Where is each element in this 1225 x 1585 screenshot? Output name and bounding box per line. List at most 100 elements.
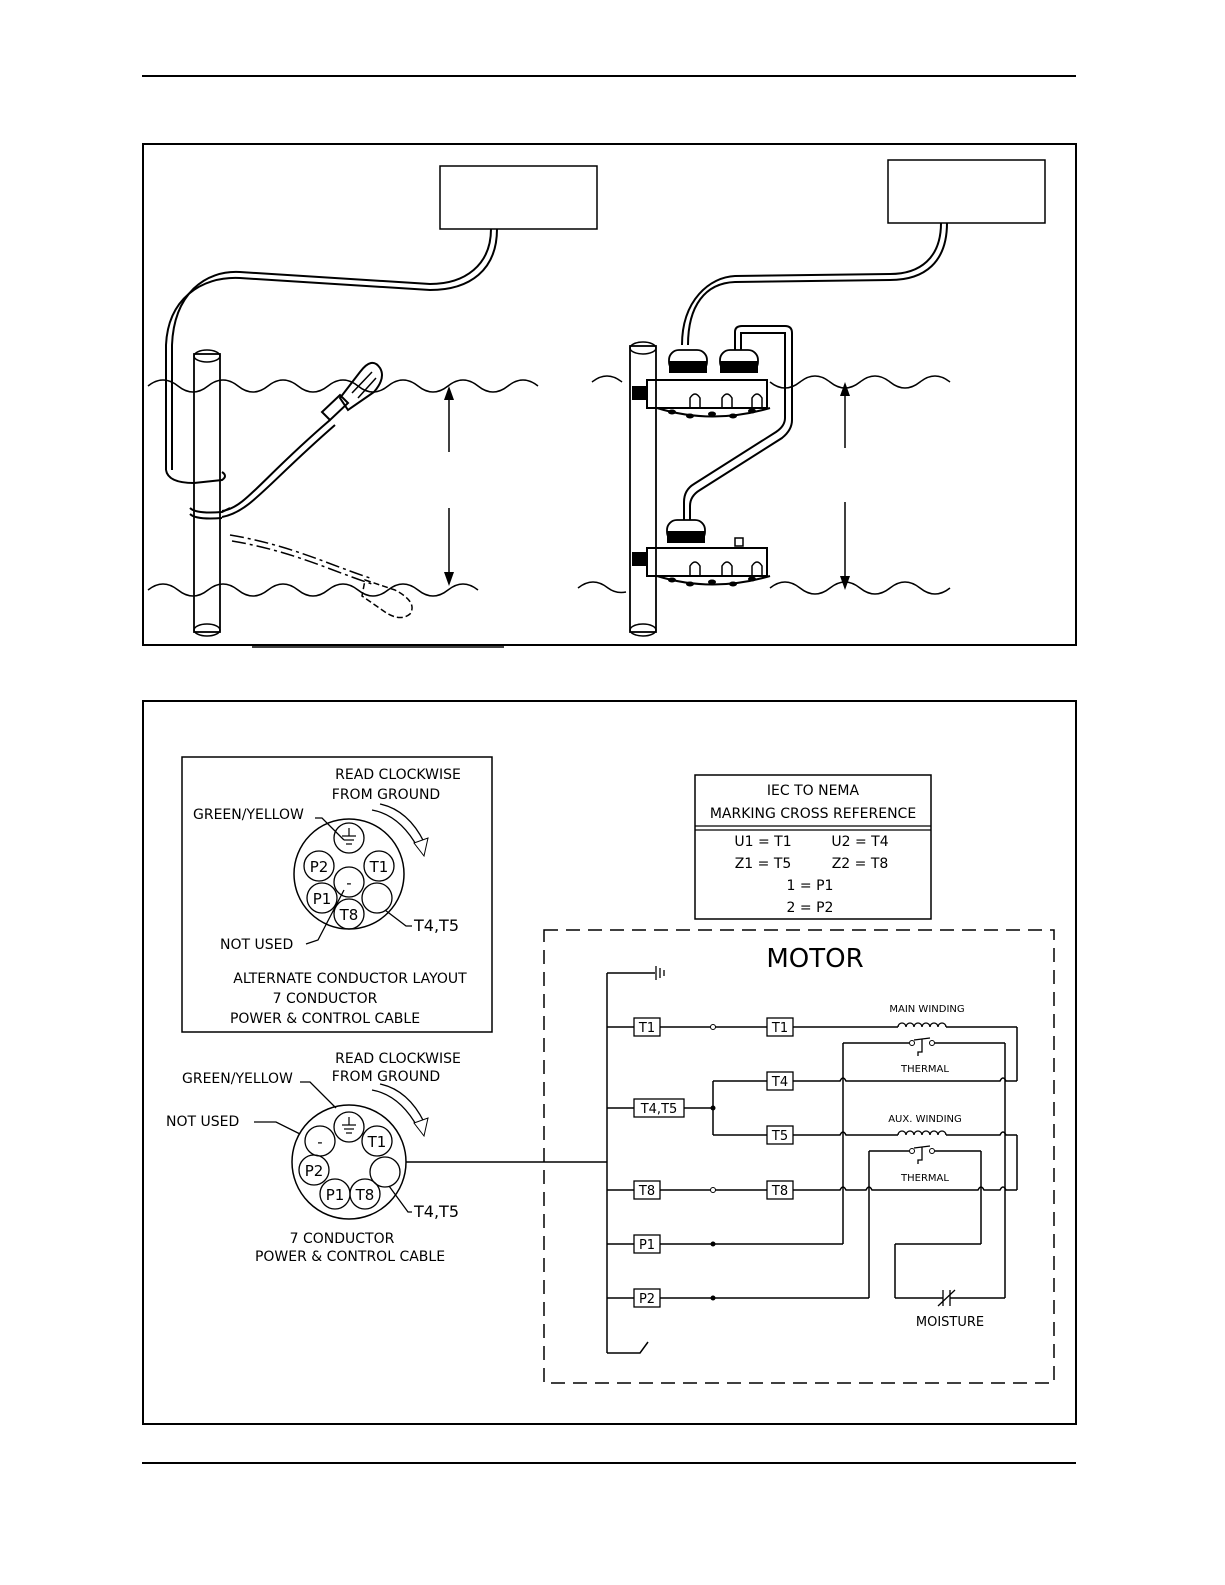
terminal-p2-left-label: P2 (639, 1292, 655, 1307)
std-rotation-arrow-b (379, 1083, 425, 1123)
thermal2-contact-b (929, 1148, 935, 1154)
switch-holes-upper (668, 408, 756, 419)
terminal-p1-left: P1 (633, 1234, 661, 1254)
clamp-upper (632, 386, 646, 400)
motor-title: MOTOR (766, 944, 863, 974)
pipe-top-right (629, 341, 657, 355)
terminal-t8-right-label: T8 (771, 1184, 788, 1199)
unused-conductor-lead (607, 1341, 649, 1354)
cross-ref-box (694, 774, 932, 920)
alt-caption3: POWER & CONTROL CABLE (230, 1011, 420, 1027)
alt-rotation-arrow (371, 809, 419, 849)
alt-pin-t8 (333, 898, 365, 930)
wire-aux-left (793, 1131, 898, 1136)
alt-rotation-arrowhead (413, 837, 429, 858)
pipe-bottom-right (629, 623, 657, 637)
junction-p2 (710, 1295, 716, 1301)
grommet-band-upper-1 (669, 361, 707, 373)
thermal2-label: THERMAL (900, 1173, 949, 1184)
alt-pin-ground (333, 822, 365, 854)
std-pin-p1-label: P1 (326, 1186, 345, 1204)
water-surface-high-left (147, 379, 539, 393)
installation-figure (142, 143, 1077, 648)
terminal-t4t5-left-label: T4,T5 (640, 1102, 678, 1117)
aux-winding-coil (897, 1130, 947, 1136)
alt-pin-t1-label: T1 (369, 858, 389, 876)
float-detail-2 (357, 377, 377, 399)
motor-boundary (543, 929, 1055, 1384)
thermal1-label: THERMAL (900, 1064, 949, 1075)
std-read-line1: READ CLOCKWISE (335, 1051, 461, 1067)
std-t4t5-leader (388, 1185, 412, 1213)
std-not-used-leader (254, 1121, 301, 1135)
pipe-bottom-left (193, 623, 221, 637)
cable-tie-upper (165, 469, 226, 485)
moisture-switch-icon (937, 1289, 956, 1307)
wire-aux-right (946, 1131, 1017, 1136)
std-not-used-label: NOT USED (166, 1114, 239, 1130)
motor-schematic: MOTOR T1 T4,T5 (543, 929, 1055, 1384)
alt-caption2: 7 CONDUCTOR (273, 991, 378, 1007)
alt-pin-p2-label: P2 (310, 858, 329, 876)
terminal-t1-left-label: T1 (638, 1021, 655, 1036)
pipe-top-left (193, 349, 221, 363)
pipe-left (193, 353, 221, 633)
std-pin-t4t5 (369, 1156, 401, 1188)
alt-ground-label: GREEN/YELLOW (193, 807, 304, 823)
alt-read-line1: READ CLOCKWISE (335, 767, 461, 783)
alternate-layout-box (181, 756, 493, 1033)
main-winding-coil (897, 1022, 947, 1028)
control-panel-box-left (439, 165, 598, 230)
bracket-arches-upper (689, 393, 763, 408)
cross-ref-p1: 1 = P1 (787, 878, 834, 894)
cross-ref-z1: Z1 = T5 (735, 856, 792, 872)
std-rotation-arrowhead (413, 1117, 429, 1138)
junction-t8 (710, 1187, 716, 1193)
std-pin-t1 (361, 1125, 393, 1157)
float-cable-down-a (229, 534, 371, 579)
float-cable-up-b (221, 424, 336, 518)
switch-bracket-upper (646, 379, 768, 409)
cross-reference-table: IEC TO NEMA MARKING CROSS REFERENCE U1 =… (694, 774, 932, 920)
wiring-frame (142, 700, 1077, 1425)
thermal1-contact-a (909, 1040, 915, 1046)
arrow-gap-left (440, 452, 458, 508)
thermal2-contact-a (909, 1148, 915, 1154)
bracket-arches-lower (689, 561, 763, 576)
installation-frame (142, 143, 1077, 646)
alt-pin-center (333, 866, 365, 898)
alt-ground-leader (315, 817, 345, 841)
cross-ref-z2: Z2 = T8 (832, 856, 889, 872)
main-winding-label: MAIN WINDING (889, 1004, 964, 1015)
terminal-t1-right-label: T1 (771, 1021, 788, 1036)
terminal-t4t5-left: T4,T5 (633, 1098, 685, 1118)
aux-winding-label: AUX. WINDING (888, 1114, 962, 1125)
std-pin-center-label: - (317, 1133, 322, 1151)
alt-pin-p1 (306, 882, 338, 914)
alt-pin-center-label: - (346, 874, 351, 892)
interconnect-cable-a (689, 325, 793, 520)
std-rotation-arrow (371, 1089, 419, 1129)
cable-left-inner (171, 228, 492, 470)
alt-not-used-leader (305, 889, 345, 945)
float-switch-scene-left (147, 165, 598, 637)
alt-pin-p1-label: P1 (313, 890, 332, 908)
standard-layout-panel: READ CLOCKWISE FROM GROUND GREEN/YELLOW … (166, 1051, 607, 1265)
alt-ground-icon (342, 828, 356, 845)
alt-caption1: ALTERNATE CONDUCTOR LAYOUT (233, 971, 467, 987)
vent-lower (734, 537, 744, 547)
wire-t8-right (793, 1186, 1017, 1191)
lower-switch-assembly (632, 519, 771, 587)
terminal-t5-right: T5 (766, 1125, 794, 1145)
arrowhead-up-right (840, 382, 850, 396)
terminal-t8-left: T8 (633, 1180, 661, 1200)
switch-bracket-lower (646, 547, 768, 577)
alt-pin-p2 (303, 850, 335, 882)
terminal-t5-right-label: T5 (771, 1129, 788, 1144)
std-pin-t8-label: T8 (355, 1186, 375, 1204)
cross-ref-u1: U1 = T1 (734, 834, 791, 850)
cable-left-outer (165, 228, 498, 470)
float-detail-1 (351, 371, 373, 394)
arrowhead-down-left (444, 572, 454, 586)
alt-rotation-arrow-b (379, 803, 425, 843)
